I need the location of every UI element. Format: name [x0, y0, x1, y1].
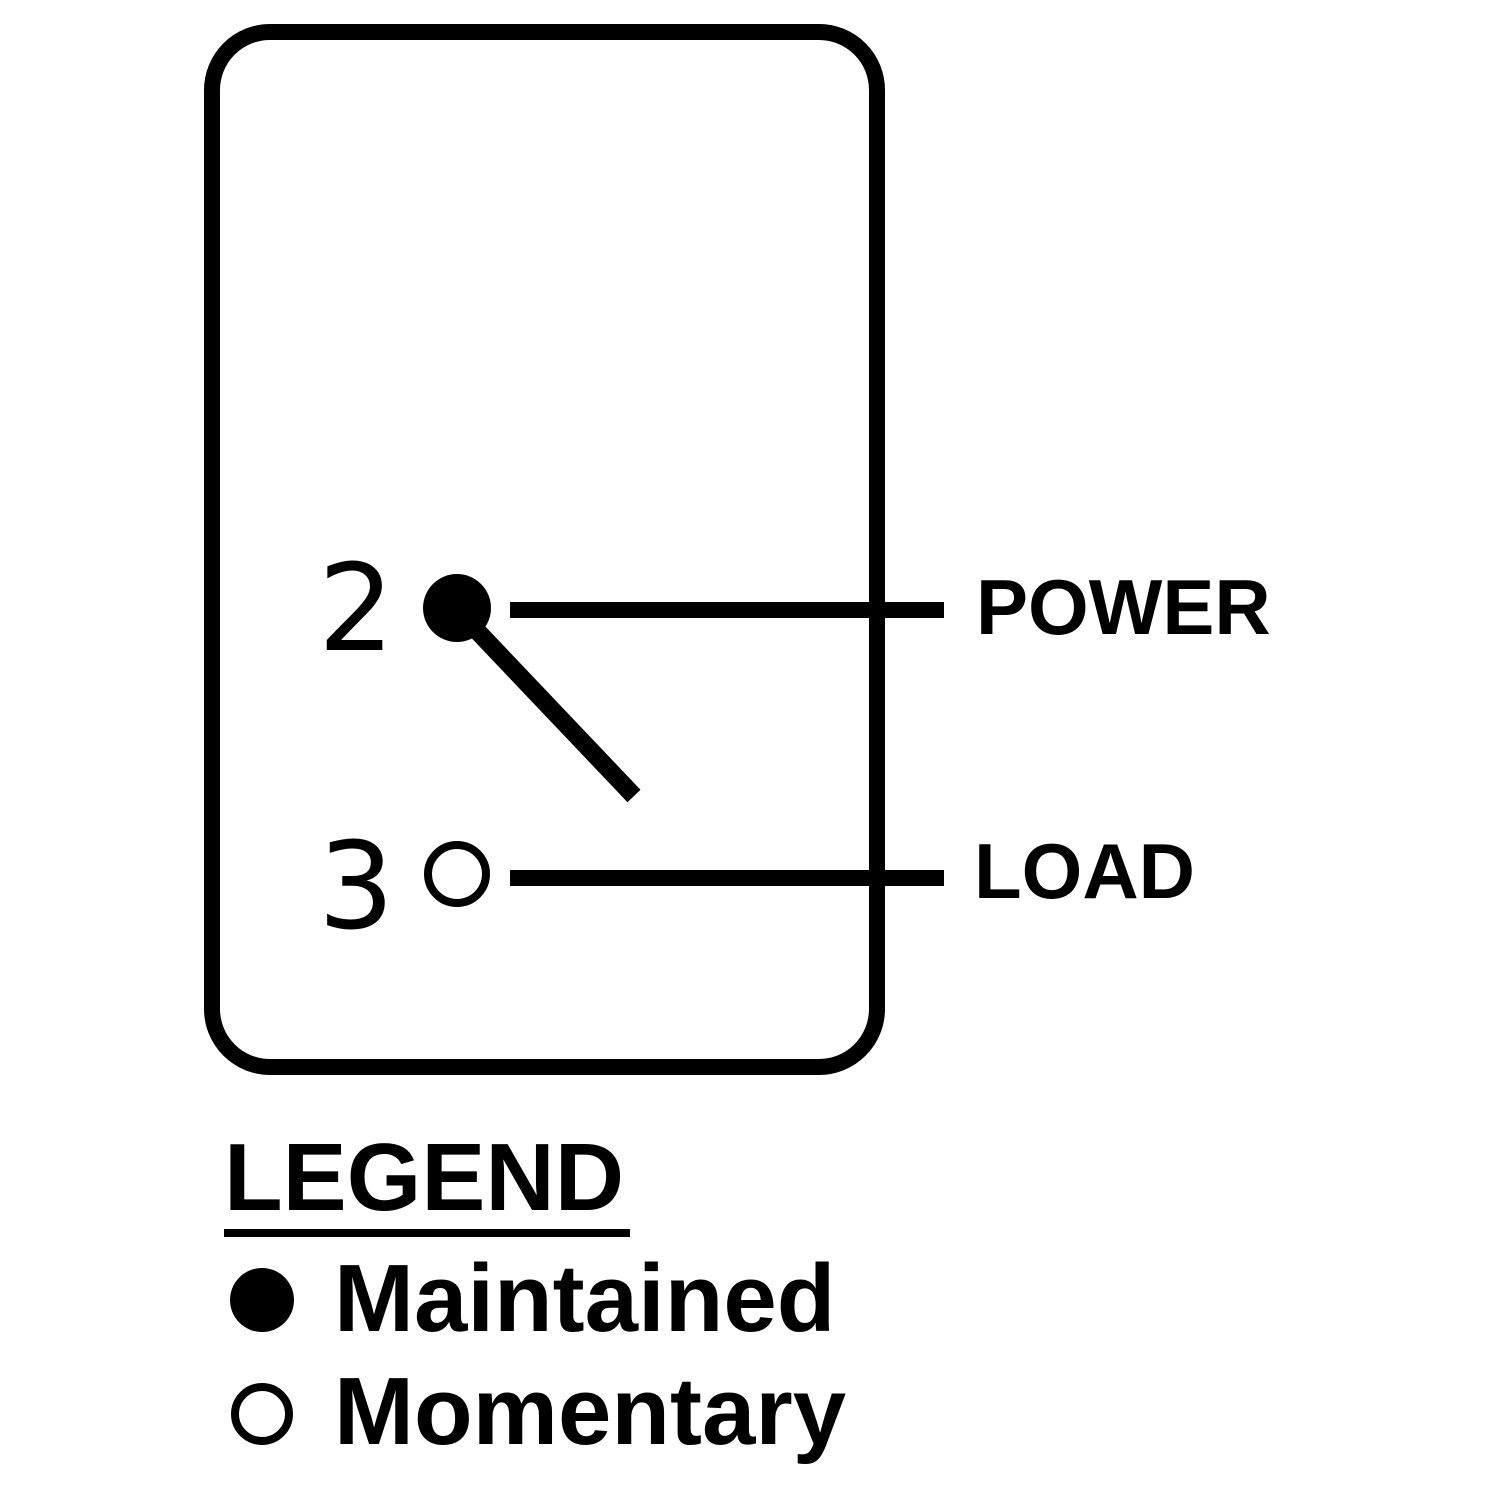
switch-body-outline — [204, 24, 885, 1075]
switch-lever — [455, 608, 641, 803]
power-label: POWER — [976, 563, 1271, 651]
load-label: LOAD — [974, 827, 1195, 915]
momentary-contact-icon — [424, 841, 490, 907]
open-circle-icon — [231, 1383, 293, 1445]
filled-dot-icon — [230, 1268, 294, 1332]
pin-number-2: 2 — [318, 540, 394, 679]
legend-momentary-label: Momentary — [334, 1358, 846, 1465]
legend-title: LEGEND — [224, 1124, 624, 1231]
legend-maintained-label: Maintained — [334, 1245, 835, 1352]
pin-number-3: 3 — [318, 818, 394, 957]
